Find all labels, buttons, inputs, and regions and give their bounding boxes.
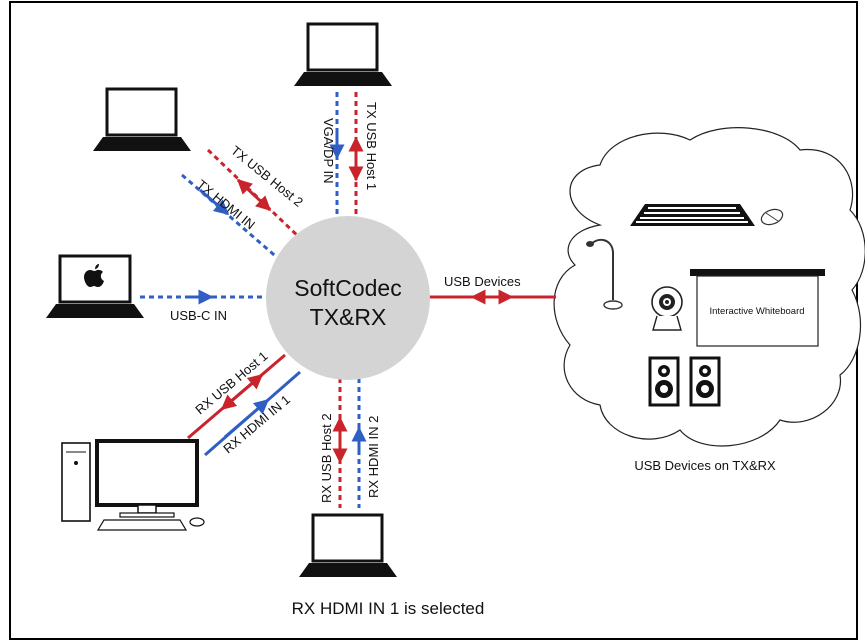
rx-hdmi-in-1-arrow [224,398,270,439]
tx-hdmi-in-link [181,173,281,262]
cloud-caption: USB Devices on TX&RX [634,458,776,473]
speaker-icon [689,356,721,407]
softcodec-hub: SoftCodec TX&RX [266,216,430,380]
hub-title-line1: SoftCodec [294,275,401,301]
label-tx-usb-host-1: TX USB Host 1 [364,102,379,190]
hub-title-line2: TX&RX [310,304,387,330]
laptop-icon [93,87,191,151]
apple-logo-icon [84,264,104,287]
keyboard-icon [630,204,755,226]
speaker-icon [648,356,680,407]
webcam-icon [651,286,683,331]
whiteboard-icon: Interactive Whiteboard [690,269,825,347]
label-usb-c-in: USB-C IN [170,308,227,323]
label-tx-hdmi-in: TX HDMI IN [194,177,258,233]
rx-usb-host-1-arrow [220,373,264,411]
desktop-pc-icon [61,439,205,531]
label-tx-usb-host-2: TX USB Host 2 [228,143,306,210]
selection-status: RX HDMI IN 1 is selected [292,599,485,618]
label-vga-dp-in: VGA/DP IN [321,118,336,184]
tx-hdmi-in-arrow [199,188,230,216]
macbook-icon [46,254,144,318]
laptop-icon [294,22,392,86]
mouse-icon [760,208,784,226]
tx-usb-host-2-arrow [236,178,272,212]
microphone-icon [586,238,623,310]
label-rx-usb-host-2: RX USB Host 2 [319,413,334,503]
label-usb-devices: USB Devices [444,274,521,289]
laptop-icon [299,513,397,577]
label-rx-hdmi-in-2: RX HDMI IN 2 [366,416,381,498]
whiteboard-label: Interactive Whiteboard [709,306,804,317]
